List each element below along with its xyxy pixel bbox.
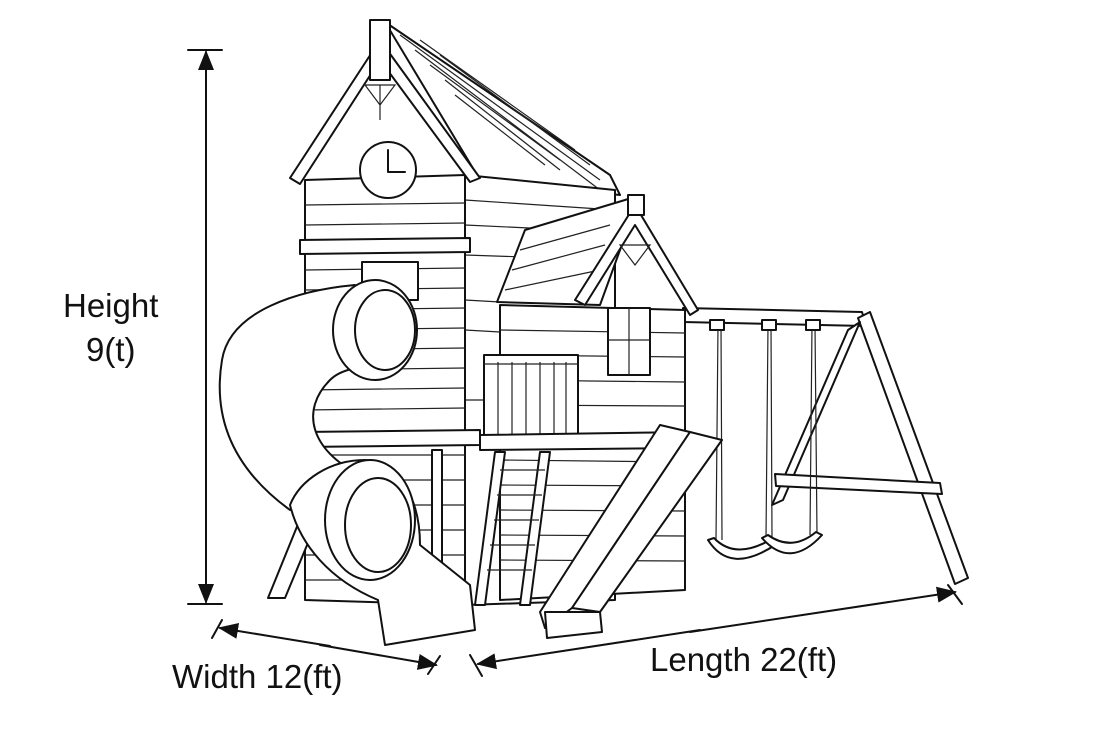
width-dimension-line [211,619,441,675]
swing-chains [715,324,818,541]
swing-set [682,307,969,585]
length-dimension-line [469,584,963,677]
length-label: Length 22(ft) [650,641,838,678]
swing-seat [761,531,823,555]
clock-hands [387,149,406,173]
width-label: Width 12(ft) [172,658,343,695]
tube-slide [218,279,476,646]
straight-slide [539,424,723,639]
height-dimension-line [187,49,223,605]
height-label: Height [63,287,159,324]
height-value: 9(t) [86,331,136,368]
ladder [474,451,551,606]
